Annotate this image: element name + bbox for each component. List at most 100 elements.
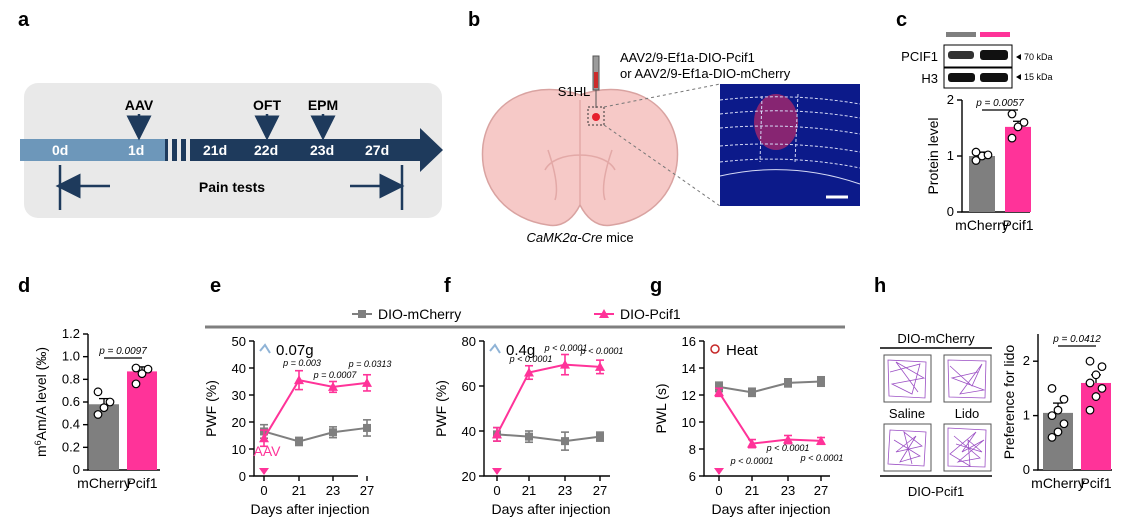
panel-label-g: g: [650, 275, 662, 297]
micrograph-layer-1: [719, 96, 861, 105]
timeline-arrow-light: [20, 139, 165, 161]
p-value: p = 0.0412: [1052, 334, 1101, 345]
p-value: p < 0.0001: [766, 443, 810, 453]
brain-structure-lines: [544, 100, 616, 205]
injection-site-dot: [592, 113, 600, 121]
band-h3-mcherry: [948, 73, 975, 82]
track-saline-label: Saline: [889, 406, 925, 421]
zoom-line-top: [603, 83, 721, 108]
p-value: p = 0.0313: [348, 359, 392, 369]
x-category-label: mCherry: [955, 217, 1009, 233]
data-point-pcif1: [595, 361, 605, 371]
kda-arrowheads: [1016, 54, 1021, 80]
x-axis-label: Days after injection: [250, 501, 369, 517]
panel-label-e: e: [210, 275, 221, 297]
data-point: [1053, 405, 1063, 415]
x-tick-label: 27: [360, 483, 374, 498]
x-axis-label: Days after injection: [711, 501, 830, 517]
timeline-day-23: 23d: [310, 142, 334, 158]
data-point-mcherry: [817, 377, 825, 386]
data-point: [131, 363, 141, 373]
data-point: [1097, 384, 1107, 393]
y-tick-label: 1.0: [62, 349, 80, 364]
panel-label-a: a: [18, 9, 30, 31]
injection-marker-label: AAV: [254, 443, 282, 459]
micrograph-signal: [754, 94, 798, 150]
data-point: [1085, 378, 1095, 388]
data-point: [971, 147, 981, 157]
data-point-pcif1: [714, 387, 724, 397]
stimulus-label: 0.4g: [506, 342, 535, 359]
y-axis-label: PWL (s): [653, 383, 669, 433]
y-tick-label: 8: [689, 442, 696, 457]
data-point: [1047, 411, 1057, 421]
data-point: [1047, 432, 1057, 442]
data-point-mcherry: [329, 428, 337, 437]
band-pcif1-pcif1: [980, 50, 1008, 60]
track-mcherry-lido: [943, 354, 992, 403]
data-point-pcif1: [259, 433, 269, 443]
timeline-break-1: [168, 139, 172, 161]
y-tick-label: 0.4: [62, 417, 80, 432]
data-point: [1085, 405, 1095, 415]
data-point-pcif1: [783, 434, 793, 444]
y-tick-label: 80: [462, 334, 476, 349]
data-point-mcherry: [715, 382, 723, 391]
micrograph-column-right: [794, 93, 799, 163]
legend-mcherry-marker: [358, 310, 366, 318]
y-tick-label: 40: [462, 424, 476, 439]
filament-icon: [259, 343, 271, 354]
x-category-label: Pcif1: [126, 475, 157, 491]
lane-marker-mcherry: [946, 32, 976, 37]
kda-label-15: 15 kDa: [1024, 72, 1053, 82]
lane-marker-pcif1: [980, 32, 1010, 37]
panel-label-h: h: [874, 275, 886, 297]
x-tick-label: 0: [493, 483, 500, 498]
mouse-label: CaMK2α-Cre mice: [526, 230, 633, 245]
x-tick-label: 21: [522, 483, 536, 498]
micrograph-boundary: [719, 169, 861, 185]
data-point: [1059, 419, 1069, 429]
data-point: [1047, 384, 1057, 393]
x-tick-label: 21: [292, 483, 306, 498]
region-label: S1HL: [558, 84, 591, 99]
y-tick-label: 0: [947, 204, 954, 219]
micrograph-layer-3: [719, 125, 861, 135]
legend-mcherry-label: DIO-mCherry: [378, 306, 461, 322]
data-point: [105, 397, 115, 407]
y-tick-label: 10: [682, 415, 696, 430]
track-path-pcif1-saline: [887, 429, 927, 467]
y-axis-label-superscript: 6: [33, 440, 43, 445]
data-point: [983, 150, 993, 160]
x-tick-label: 0: [715, 483, 722, 498]
x-tick-label: 21: [745, 483, 759, 498]
y-tick-label: 1: [1023, 408, 1030, 423]
bar-mcherry: [89, 404, 119, 470]
y-tick-label: 2: [1023, 353, 1030, 368]
data-point: [93, 410, 103, 419]
y-tick-label: 60: [462, 379, 476, 394]
legend-pcif1-label: DIO-Pcif1: [620, 306, 681, 322]
line-chart-legend: DIO-mCherry DIO-Pcif1: [205, 306, 845, 329]
track-path-mcherry-saline: [887, 359, 927, 399]
p-value: p = 0.0007: [313, 370, 358, 380]
p-value: p < 0.0001: [800, 453, 844, 463]
event-oft-label: OFT: [253, 97, 281, 113]
legend-pcif1-marker: [599, 309, 609, 318]
y-tick-label: 0: [239, 469, 246, 484]
y-axis-label-prefix: m: [33, 445, 49, 457]
band-pcif1-mcherry: [948, 51, 974, 59]
y-tick-label: 1: [947, 148, 954, 163]
y-tick-label: 0: [73, 462, 80, 477]
series-line-mcherry: [718, 380, 822, 394]
p-value: p = 0.0057: [975, 98, 1024, 109]
pain-tests-label: Pain tests: [199, 179, 265, 195]
data-point-mcherry: [295, 437, 303, 446]
event-epm-label: EPM: [308, 97, 338, 113]
y-axis-label: PWF (%): [203, 380, 219, 437]
injection-arrow-icon: [259, 468, 269, 475]
bar-mcherry: [1043, 412, 1073, 470]
